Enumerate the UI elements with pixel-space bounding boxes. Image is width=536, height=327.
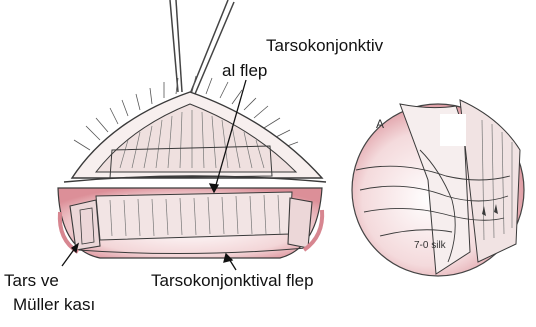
label-tarsoconjunctival-flap-bottom: Tarsokonjonktival flep — [151, 271, 314, 291]
everted-upper-lid — [72, 92, 322, 178]
recipient-bed — [58, 188, 322, 258]
inset-region-letter: A — [376, 117, 384, 131]
label-tarsus-muller-line2: Müller kası — [13, 295, 95, 315]
inset-suture-note: 7-0 silk — [414, 240, 446, 251]
label-tarsoconjunctival-flap-top-line1: Tarsokonjonktiv — [266, 36, 383, 56]
label-tarsoconjunctival-flap-top-line2: al flep — [222, 61, 267, 81]
label-tarsus-muller-line1: Tars ve — [4, 271, 59, 291]
